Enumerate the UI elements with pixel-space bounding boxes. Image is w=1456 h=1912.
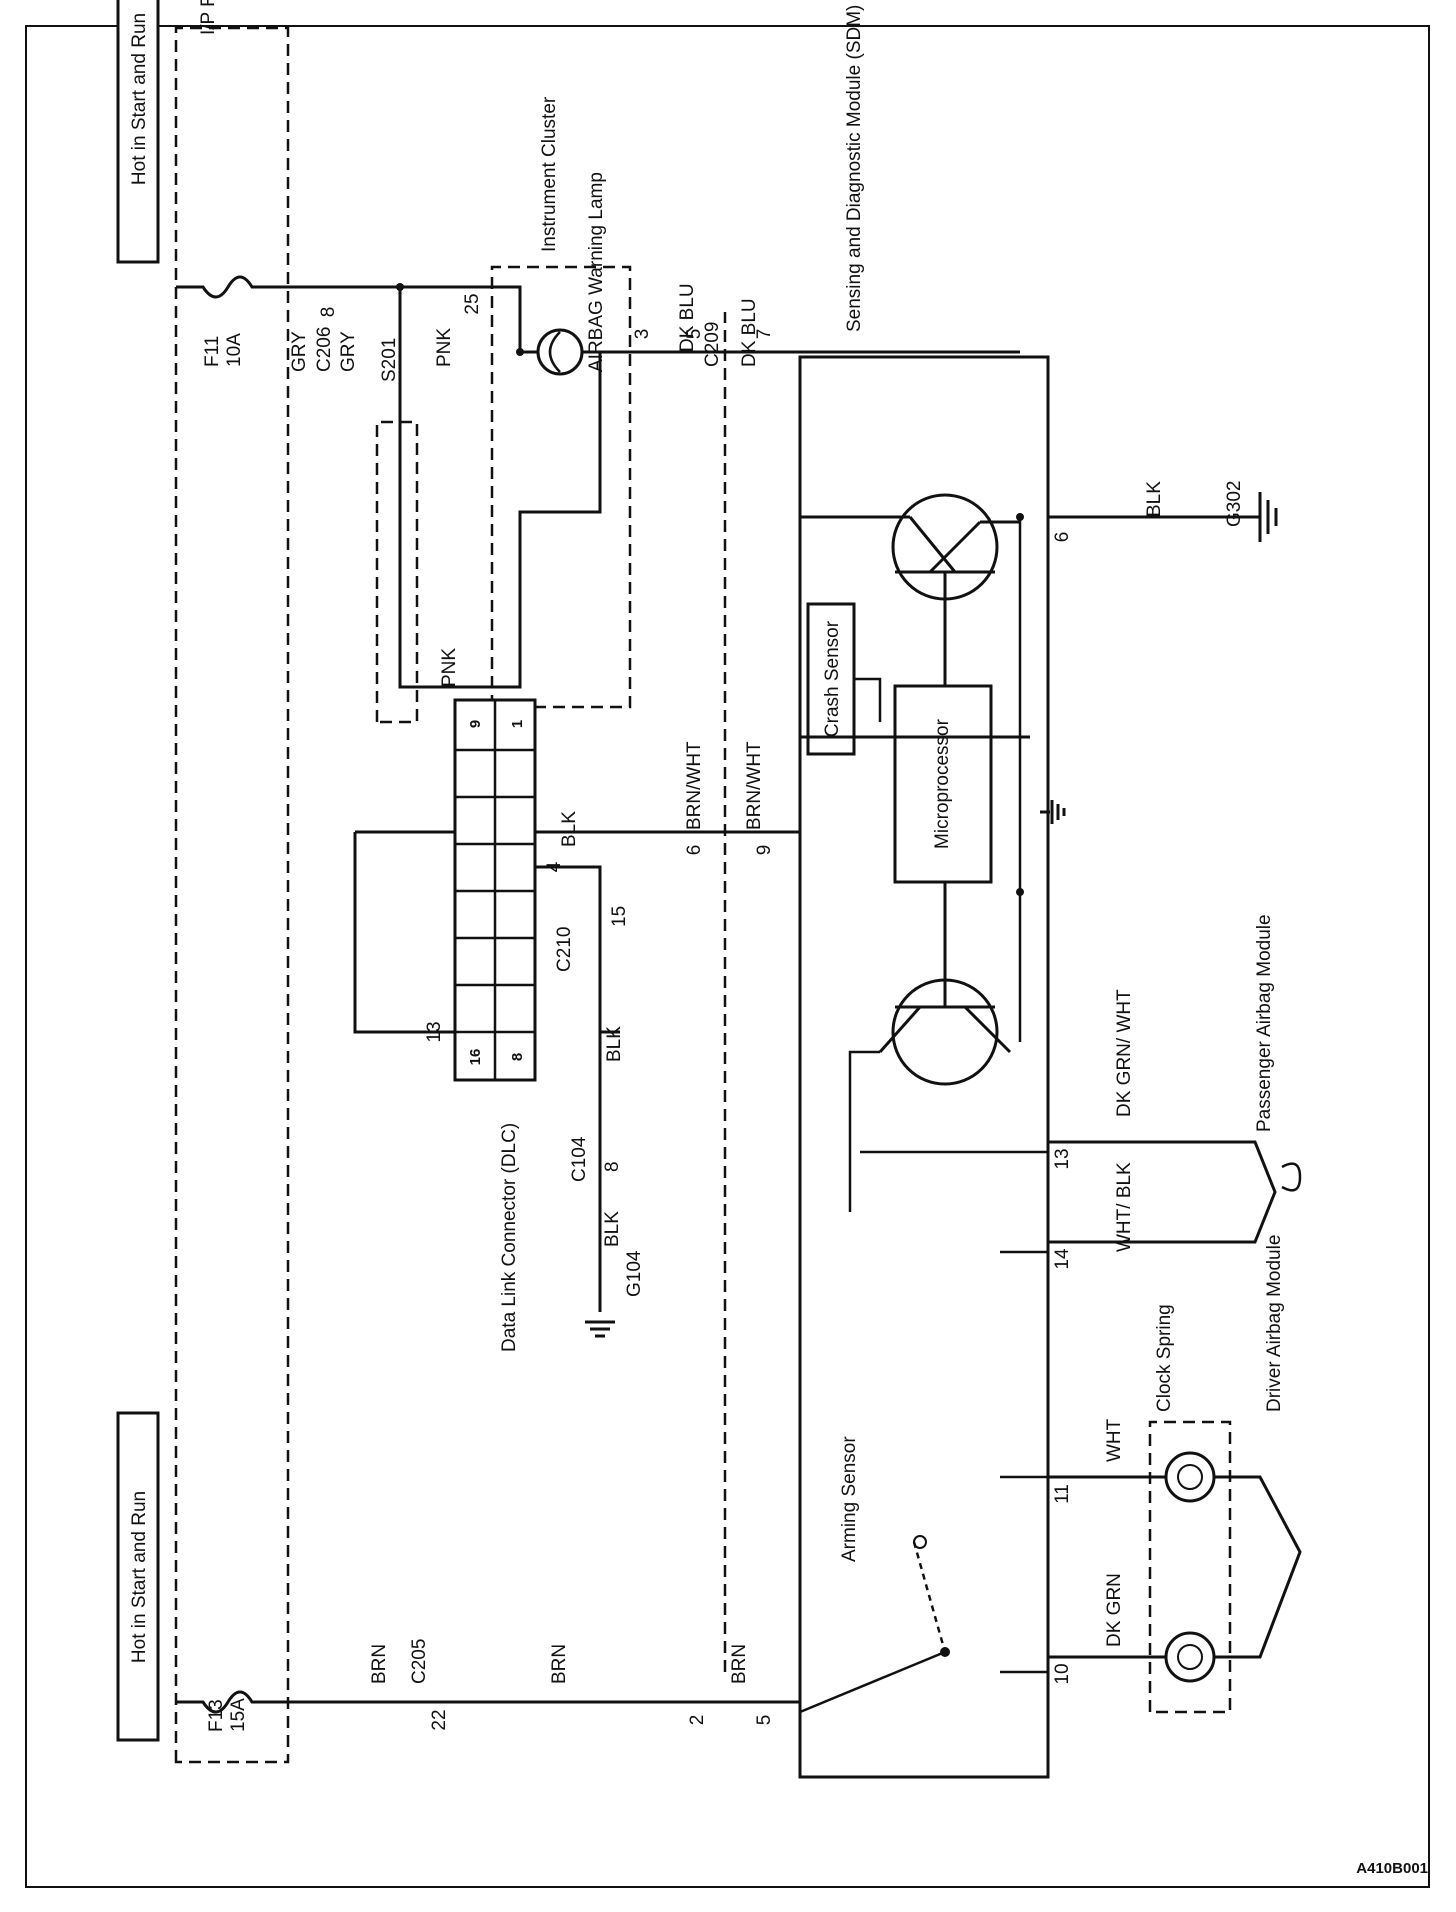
sdm-pin-7: 7 <box>754 329 775 340</box>
figure-id: A410B001 <box>1356 1860 1428 1877</box>
airbag-lamp-label: AIRBAG Warning Lamp <box>586 172 607 372</box>
fuse-f13-icon <box>176 1690 288 1714</box>
passenger-airbag-label: Passenger Airbag Module <box>1254 914 1275 1132</box>
sdm-pin-5: 5 <box>754 1715 775 1726</box>
wire-pnk-1: PNK <box>434 328 455 367</box>
ground-icon-g302 <box>1258 492 1278 542</box>
instrument-cluster-label: Instrument Cluster <box>539 96 560 252</box>
airbag-lamp-icon <box>536 328 584 376</box>
f11-name: F11 <box>202 336 223 367</box>
hot-label-bottom: Hot in Start and Run <box>129 1491 150 1663</box>
fuse-block-label: I/P Fuse Block <box>198 0 219 35</box>
f13-name: F13 <box>206 1699 227 1732</box>
microprocessor-box <box>893 684 993 884</box>
sdm-pin-6: 6 <box>1052 532 1073 543</box>
ic-pin-3: 3 <box>632 329 653 340</box>
data-link-connector: 9 1 16 8 Data Link Connector (DLC) 13 4 … <box>353 698 645 1352</box>
microprocessor-label: Microprocessor <box>932 718 953 849</box>
wire-blk-g302: BLK <box>1144 481 1165 517</box>
clock-spring-icon-1 <box>1164 1451 1216 1503</box>
wire-brn-1: BRN <box>369 1644 390 1684</box>
brn-circuit: BRN C205 22 BRN 2 BRN 5 <box>288 1639 800 1731</box>
dlc-pin-9: 9 <box>467 720 484 728</box>
wire-dkblu-2: DK BLU <box>739 298 760 367</box>
c104-label: C104 <box>569 1136 590 1182</box>
splice-s201-outline <box>375 420 419 724</box>
brnwht-circuit: BRN/WHT BRN/WHT 6 9 <box>355 741 800 855</box>
wire-blk-dlc: BLK <box>559 811 580 847</box>
sdm-module: Sensing and Diagnostic Module (SDM) Cras… <box>798 5 1066 1779</box>
f11-circuit: GRY C206 GRY 8 S201 PNK PNK 25 9 Instrum… <box>288 96 800 724</box>
f13-rating: 15A <box>228 1698 249 1732</box>
c205-label: C205 <box>409 1639 430 1684</box>
sdm-pin-11: 11 <box>1052 1484 1073 1504</box>
wire-brnwht-2: BRN/WHT <box>744 741 765 830</box>
page-frame <box>25 25 1430 1888</box>
driver-airbag-label: Driver Airbag Module <box>1264 1235 1285 1412</box>
c209-pin-2: 2 <box>687 1715 708 1726</box>
wire-dkgrn: DK GRN <box>1104 1573 1125 1647</box>
wire-wht: WHT <box>1104 1418 1125 1462</box>
fuse-f11-icon <box>176 275 288 299</box>
hot-label-top: Hot in Start and Run <box>129 13 150 185</box>
g302-label: G302 <box>1224 481 1245 527</box>
s201-label: S201 <box>379 338 400 382</box>
wire-blk-g104: BLK <box>602 1211 623 1247</box>
wire-gry-1: GRY <box>289 331 310 372</box>
clock-spring-outline <box>1148 1420 1232 1714</box>
c206-pin: 8 <box>318 307 339 318</box>
c210-pin-15: 15 <box>609 906 630 927</box>
g302-ground: BLK G302 6 <box>1048 481 1278 543</box>
sdm-pin-9: 9 <box>754 845 775 856</box>
wire-brnwht-1: BRN/WHT <box>684 741 705 830</box>
arming-sensor-label: Arming Sensor <box>839 1436 860 1562</box>
clock-spring-label: Clock Spring <box>1154 1304 1175 1412</box>
c205-pin-22: 22 <box>429 1709 450 1730</box>
wire-dkgrnwht: DK GRN/ WHT <box>1114 989 1135 1117</box>
c209-label: C209 <box>702 322 723 367</box>
ground-icon-g104 <box>585 1320 615 1338</box>
dlc-pin-8: 8 <box>509 1053 526 1061</box>
c104-pin-8: 8 <box>602 1161 623 1172</box>
wire-pnk-2: PNK <box>439 648 460 687</box>
instrument-cluster-outline <box>490 265 632 709</box>
c210-label: C210 <box>554 927 575 972</box>
sdm-pin-13: 13 <box>1052 1148 1073 1169</box>
f11-rating: 10A <box>224 333 245 367</box>
clock-spring-icon-2 <box>1164 1631 1216 1683</box>
dlc-label: Data Link Connector (DLC) <box>499 1123 520 1352</box>
wire-whtblk: WHT/ BLK <box>1114 1162 1135 1252</box>
g104-label: G104 <box>624 1250 645 1297</box>
wire-brn-2: BRN <box>549 1644 570 1684</box>
fuse-block-outline <box>174 26 290 1764</box>
ic-pin-25: 25 <box>462 293 483 314</box>
power-sources: Hot in Start and Run Hot in Start and Ru… <box>116 0 290 1764</box>
airbag-modules: DK GRN/ WHT WHT/ BLK Passenger Airbag Mo… <box>1048 914 1302 1714</box>
c209-pin-6: 6 <box>684 845 705 856</box>
sdm-pin-14: 14 <box>1052 1248 1073 1270</box>
dlc-pin-1: 1 <box>509 720 526 728</box>
c209-pin-5: 5 <box>684 329 705 340</box>
wire-blk-c210: BLK <box>604 1026 625 1062</box>
dlc-pin-16: 16 <box>467 1049 484 1066</box>
sdm-pin-10: 10 <box>1052 1663 1073 1684</box>
wire-brn-3: BRN <box>729 1644 750 1684</box>
c206-label: C206 <box>314 327 335 372</box>
crash-sensor-label: Crash Sensor <box>822 620 843 737</box>
wire-dkblu-1: DK BLU <box>677 283 698 352</box>
wire-gry-2: GRY <box>338 331 359 372</box>
sdm-label: Sensing and Diagnostic Module (SDM) <box>844 5 865 332</box>
